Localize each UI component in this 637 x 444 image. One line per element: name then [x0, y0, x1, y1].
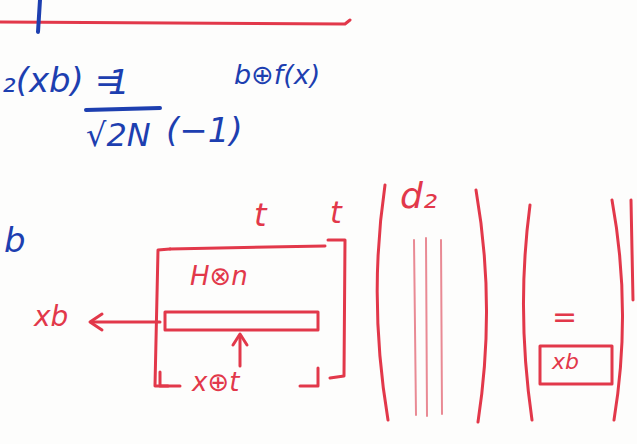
handwritten-label: xb: [34, 302, 68, 333]
handwritten-label: ₂(xb) =: [2, 62, 123, 99]
bracket-top: [170, 246, 325, 249]
matrix-columns: [414, 238, 442, 416]
arrow-head: [233, 334, 247, 345]
arrow-line: [239, 336, 242, 366]
handwritten-label: x⊕t: [192, 368, 239, 397]
handwritten-label: t: [254, 198, 267, 233]
handwritten-label: b⊕f(x): [234, 60, 320, 90]
bottom-tick: [160, 372, 180, 386]
handwritten-label: =: [552, 300, 577, 333]
matrix-paren: [523, 205, 532, 420]
handwritten-label: 1: [108, 64, 130, 101]
handwritten-label: √2N: [86, 118, 151, 153]
fraction-bar: [86, 108, 160, 110]
row-bar: [165, 312, 318, 330]
matrix-paren: [377, 185, 388, 420]
handwritten-label: b: [4, 222, 26, 259]
handwritten-label: H⊗n: [190, 262, 248, 291]
edge-stroke: [631, 200, 633, 300]
handwritten-label: d₂: [400, 176, 437, 216]
matrix-paren: [476, 190, 487, 422]
handwritten-label: xb: [552, 350, 579, 374]
arrow-head: [90, 314, 102, 330]
blue-stroke: [38, 0, 40, 32]
bottom-tick: [300, 368, 318, 386]
handwritten-label: t: [330, 196, 342, 229]
row-highlight: [540, 346, 612, 384]
red-rule: [0, 20, 350, 24]
matrix-paren: [612, 200, 623, 420]
right-bracket: [328, 240, 345, 378]
arrow-line: [92, 321, 160, 324]
left-bracket: [155, 249, 170, 386]
handwritten-label: (−1): [166, 112, 243, 149]
